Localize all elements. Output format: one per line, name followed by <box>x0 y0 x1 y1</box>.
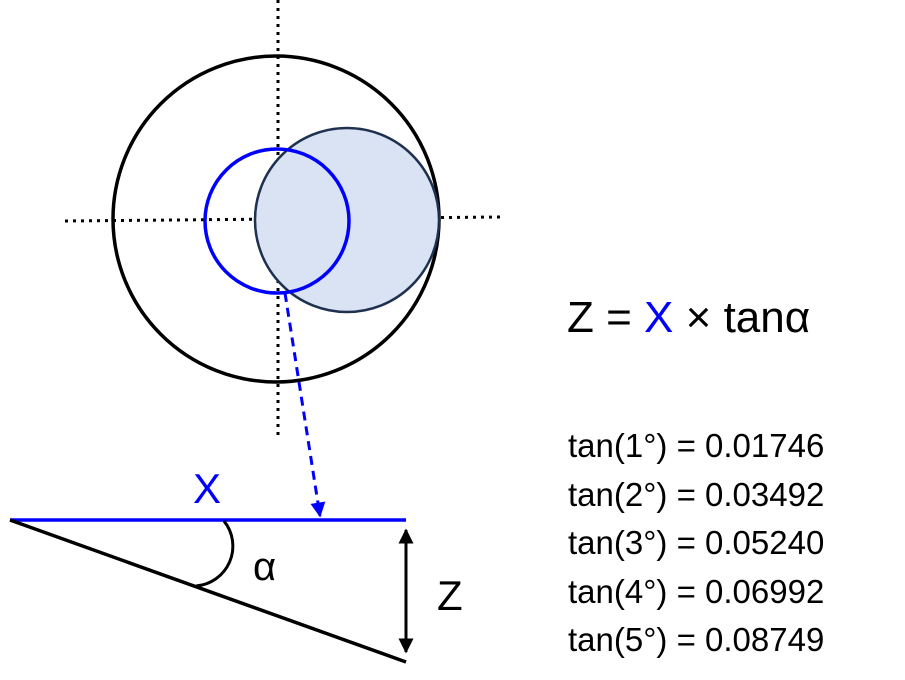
tan-eq: = <box>667 475 706 513</box>
tan-value: 0.05240 <box>705 524 825 561</box>
alpha-angle-arc <box>195 520 235 588</box>
tan-value: 0.03492 <box>705 475 825 513</box>
tan-expr: tan(2°) <box>568 475 668 513</box>
formula: Z = X × tanα <box>567 296 810 340</box>
formula-times: × <box>673 293 724 342</box>
tan-eq: = <box>667 427 706 464</box>
formula-rhs: tanα <box>723 293 811 342</box>
label-x: X <box>193 465 221 512</box>
tan-row: tan(1°) = 0.01746 <box>568 422 824 471</box>
tan-row: tan(2°) = 0.03492 <box>568 471 824 520</box>
shaded-circle <box>253 126 441 314</box>
tan-value: 0.08749 <box>705 621 825 658</box>
tan-expr: tan(3°) <box>568 524 668 561</box>
tan-expr: tan(5°) <box>568 621 668 658</box>
blue-circle <box>203 147 351 295</box>
tan-expr: tan(1°) <box>568 427 668 464</box>
tan-eq: = <box>667 572 706 610</box>
tan-expr: tan(4°) <box>568 572 668 610</box>
tan-eq: = <box>667 621 706 658</box>
label-z: Z <box>437 572 463 619</box>
projection-arrow <box>283 292 326 518</box>
hypotenuse-line <box>9 518 407 664</box>
tan-row: tan(5°) = 0.08749 <box>568 616 824 665</box>
tan-value: 0.01746 <box>705 427 825 464</box>
tan-eq: = <box>667 524 706 561</box>
tan-row: tan(3°) = 0.05240 <box>568 519 824 568</box>
tan-value: 0.06992 <box>705 572 825 610</box>
formula-x: X <box>644 293 674 342</box>
tan-row: tan(4°) = 0.06992 <box>568 568 824 617</box>
label-alpha: α <box>253 545 276 589</box>
tan-table: tan(1°) = 0.01746 tan(2°) = 0.03492 tan(… <box>568 422 824 665</box>
formula-lhs: Z <box>567 293 594 342</box>
formula-equals: = <box>593 293 645 342</box>
